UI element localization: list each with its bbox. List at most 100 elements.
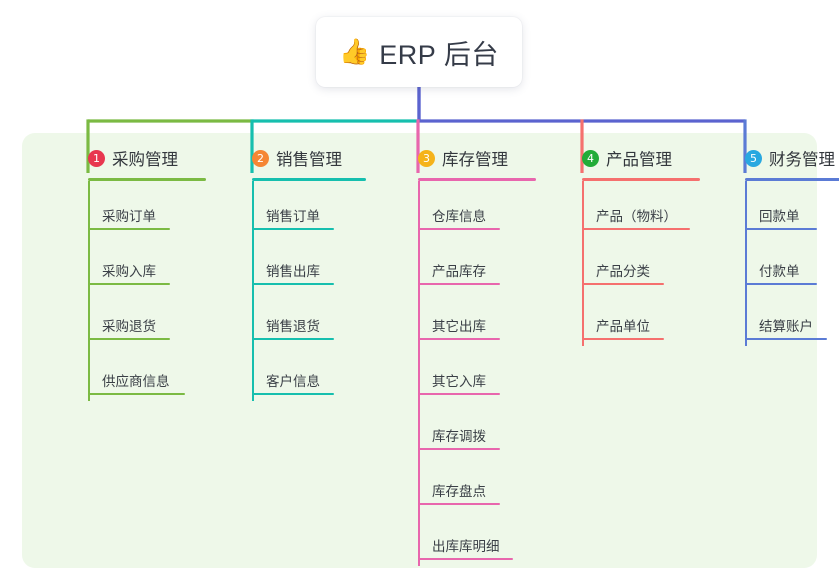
branch-item-underline — [88, 283, 170, 285]
branch-column-5: 5 财务管理回款单付款单结算账户 — [727, 146, 839, 346]
root-node-label: ERP 后台 — [379, 39, 499, 70]
branch-item[interactable]: 库存调拨 — [400, 401, 536, 456]
branch-item-underline — [88, 228, 170, 230]
branch-item[interactable]: 销售退货 — [234, 291, 366, 346]
branch-item[interactable]: 销售出库 — [234, 236, 366, 291]
branch-item[interactable]: 采购退货 — [70, 291, 206, 346]
branch-items-4: 产品（物料） 产品分类产品单位 — [564, 181, 700, 346]
branch-item-label: 销售退货 — [266, 319, 320, 334]
branch-item-label: 销售订单 — [266, 209, 320, 224]
branch-number-badge: 2 — [252, 149, 269, 167]
branch-item-underline — [582, 228, 690, 230]
branch-header-underline — [418, 178, 536, 181]
branch-header-label: 销售管理 — [276, 151, 342, 169]
branch-header-5[interactable]: 5 财务管理 — [727, 146, 839, 170]
branch-items-1: 采购订单采购入库采购退货供应商信息 — [70, 181, 206, 401]
branch-column-2: 2 销售管理销售订单销售出库销售退货客户信息 — [234, 146, 366, 401]
branch-item[interactable]: 采购入库 — [70, 236, 206, 291]
branch-item[interactable]: 其它入库 — [400, 346, 536, 401]
branch-item[interactable]: 产品（物料） — [564, 181, 700, 236]
root-node[interactable]: 👍 ERP 后台 — [316, 17, 522, 87]
branch-item-label: 出库库明细 — [432, 539, 500, 554]
branch-column-4: 4 产品管理产品（物料） 产品分类产品单位 — [564, 146, 700, 346]
branch-item-label: 库存盘点 — [432, 484, 486, 499]
branch-item[interactable]: 回款单 — [727, 181, 839, 236]
branch-header-label: 库存管理 — [442, 151, 508, 169]
branch-header-label: 财务管理 — [769, 151, 835, 169]
branch-number-badge: 1 — [88, 149, 105, 167]
branch-number-badge: 5 — [745, 149, 762, 167]
branch-header-label: 产品管理 — [606, 151, 672, 169]
branch-item-label: 结算账户 — [759, 319, 813, 334]
branch-item[interactable]: 库存盘点 — [400, 456, 536, 511]
branch-item-label: 仓库信息 — [432, 209, 486, 224]
branch-item-underline — [252, 228, 334, 230]
branch-item[interactable]: 出库库明细 — [400, 511, 536, 566]
branch-item-underline — [252, 338, 334, 340]
branch-item-label: 采购订单 — [102, 209, 156, 224]
branch-item[interactable]: 采购订单 — [70, 181, 206, 236]
branch-item[interactable]: 客户信息 — [234, 346, 366, 401]
branch-items-2: 销售订单销售出库销售退货客户信息 — [234, 181, 366, 401]
branch-item[interactable]: 供应商信息 — [70, 346, 206, 401]
branch-item-underline — [252, 393, 334, 395]
branch-item-label: 产品单位 — [596, 319, 650, 334]
thumbs-up-icon: 👍 — [339, 37, 371, 66]
branch-item-label: 供应商信息 — [102, 374, 170, 389]
branch-header-underline — [88, 178, 206, 181]
branch-number-badge: 3 — [418, 149, 435, 167]
branch-item-underline — [418, 393, 500, 395]
branch-item-label: 客户信息 — [266, 374, 320, 389]
branch-header-underline — [252, 178, 366, 181]
branch-item[interactable]: 其它出库 — [400, 291, 536, 346]
branch-header-4[interactable]: 4 产品管理 — [564, 146, 700, 170]
branch-header-2[interactable]: 2 销售管理 — [234, 146, 366, 170]
root-node-content: 👍 ERP 后台 — [339, 33, 499, 72]
branch-item-underline — [745, 283, 817, 285]
branch-item-underline — [418, 283, 500, 285]
branch-item-underline — [582, 283, 664, 285]
branch-item-underline — [418, 503, 500, 505]
branch-item[interactable]: 仓库信息 — [400, 181, 536, 236]
branch-item[interactable]: 付款单 — [727, 236, 839, 291]
branch-header-label: 采购管理 — [112, 151, 178, 169]
branch-spine — [88, 181, 90, 401]
branch-item-label: 库存调拨 — [432, 429, 486, 444]
branch-item-label: 产品分类 — [596, 264, 650, 279]
branch-item-underline — [418, 338, 500, 340]
branch-item[interactable]: 销售订单 — [234, 181, 366, 236]
branch-header-underline — [745, 178, 839, 181]
branch-item-underline — [582, 338, 664, 340]
branch-item-underline — [745, 228, 817, 230]
branch-column-3: 3 库存管理仓库信息产品库存其它出库其它入库库存调拨库存盘点出库库明细 — [400, 146, 536, 566]
branch-item-underline — [88, 393, 185, 395]
branch-item-underline — [418, 448, 500, 450]
branch-item[interactable]: 产品库存 — [400, 236, 536, 291]
branch-item-label: 采购退货 — [102, 319, 156, 334]
branch-item[interactable]: 结算账户 — [727, 291, 839, 346]
branch-header-underline — [582, 178, 700, 181]
branch-spine — [745, 181, 747, 346]
branch-item-label: 采购入库 — [102, 264, 156, 279]
branch-item-label: 产品库存 — [432, 264, 486, 279]
branch-item-underline — [745, 338, 827, 340]
branch-spine — [252, 181, 254, 401]
branch-item-label: 回款单 — [759, 209, 800, 224]
branch-items-3: 仓库信息产品库存其它出库其它入库库存调拨库存盘点出库库明细 — [400, 181, 536, 566]
branch-item-underline — [418, 558, 513, 560]
branch-item-underline — [418, 228, 500, 230]
branch-item-label: 其它出库 — [432, 319, 486, 334]
branch-item-label: 其它入库 — [432, 374, 486, 389]
branch-item[interactable]: 产品分类 — [564, 236, 700, 291]
branch-header-3[interactable]: 3 库存管理 — [400, 146, 536, 170]
branch-item[interactable]: 产品单位 — [564, 291, 700, 346]
branch-item-label: 付款单 — [759, 264, 800, 279]
branch-item-label: 产品（物料） — [596, 209, 677, 224]
branch-number-badge: 4 — [582, 149, 599, 167]
branch-header-1[interactable]: 1 采购管理 — [70, 146, 206, 170]
branch-item-label: 销售出库 — [266, 264, 320, 279]
branch-column-1: 1 采购管理采购订单采购入库采购退货供应商信息 — [70, 146, 206, 401]
branch-spine — [582, 181, 584, 346]
branch-item-underline — [88, 338, 170, 340]
